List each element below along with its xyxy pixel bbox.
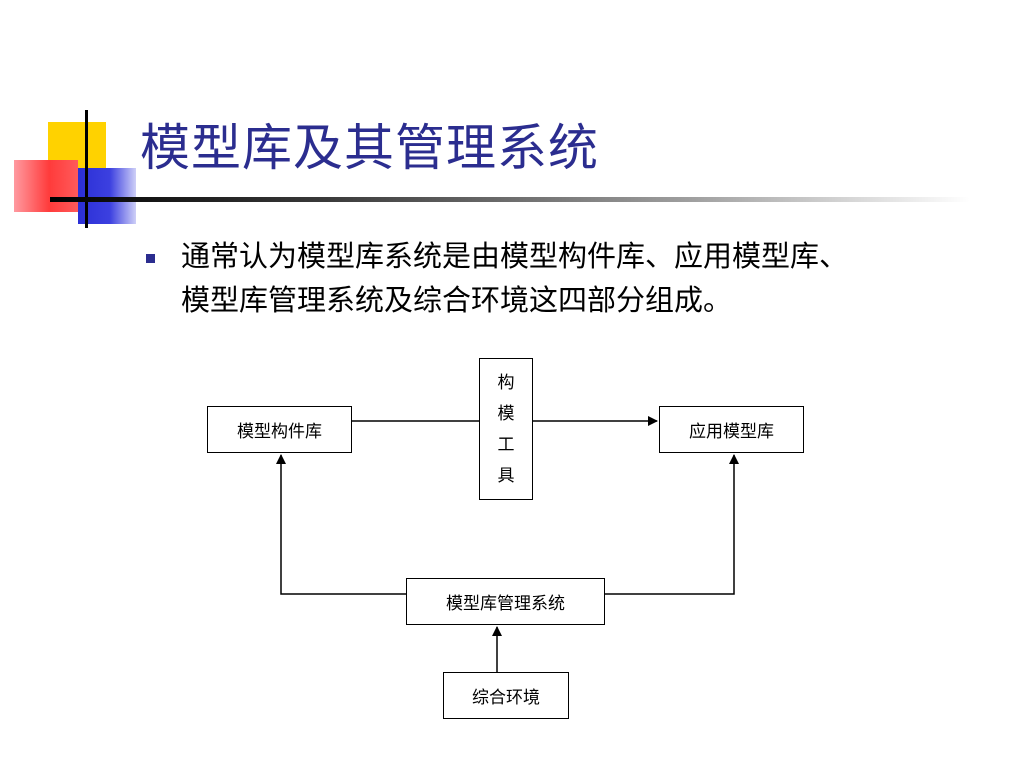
node-component-library: 模型构件库 (207, 406, 352, 453)
bullet-text: 通常认为模型库系统是由模型构件库、应用模型库、 模型库管理系统及综合环境这四部分… (181, 234, 981, 322)
bullet-line-1: 通常认为模型库系统是由模型构件库、应用模型库、 (181, 239, 849, 273)
node-management-system: 模型库管理系统 (406, 578, 605, 625)
node-environment: 综合环境 (443, 672, 569, 719)
bullet-square-icon (146, 254, 155, 263)
decor-vertical-line (85, 110, 88, 228)
arrow-management-to-application (605, 454, 739, 595)
decor-red-square (14, 160, 78, 212)
node-application-library: 应用模型库 (659, 406, 804, 453)
tool-char-1: 构 (497, 372, 515, 393)
arrow-management-to-component (276, 454, 406, 595)
tool-char-2: 模 (497, 403, 515, 424)
node-modeling-tool: 构 模 工 具 (479, 358, 533, 500)
title-divider (50, 197, 970, 202)
bullet-line-2: 模型库管理系统及综合环境这四部分组成。 (181, 283, 733, 317)
slide-title: 模型库及其管理系统 (140, 119, 599, 177)
tool-char-4: 具 (497, 465, 515, 486)
tool-char-3: 工 (497, 434, 515, 455)
